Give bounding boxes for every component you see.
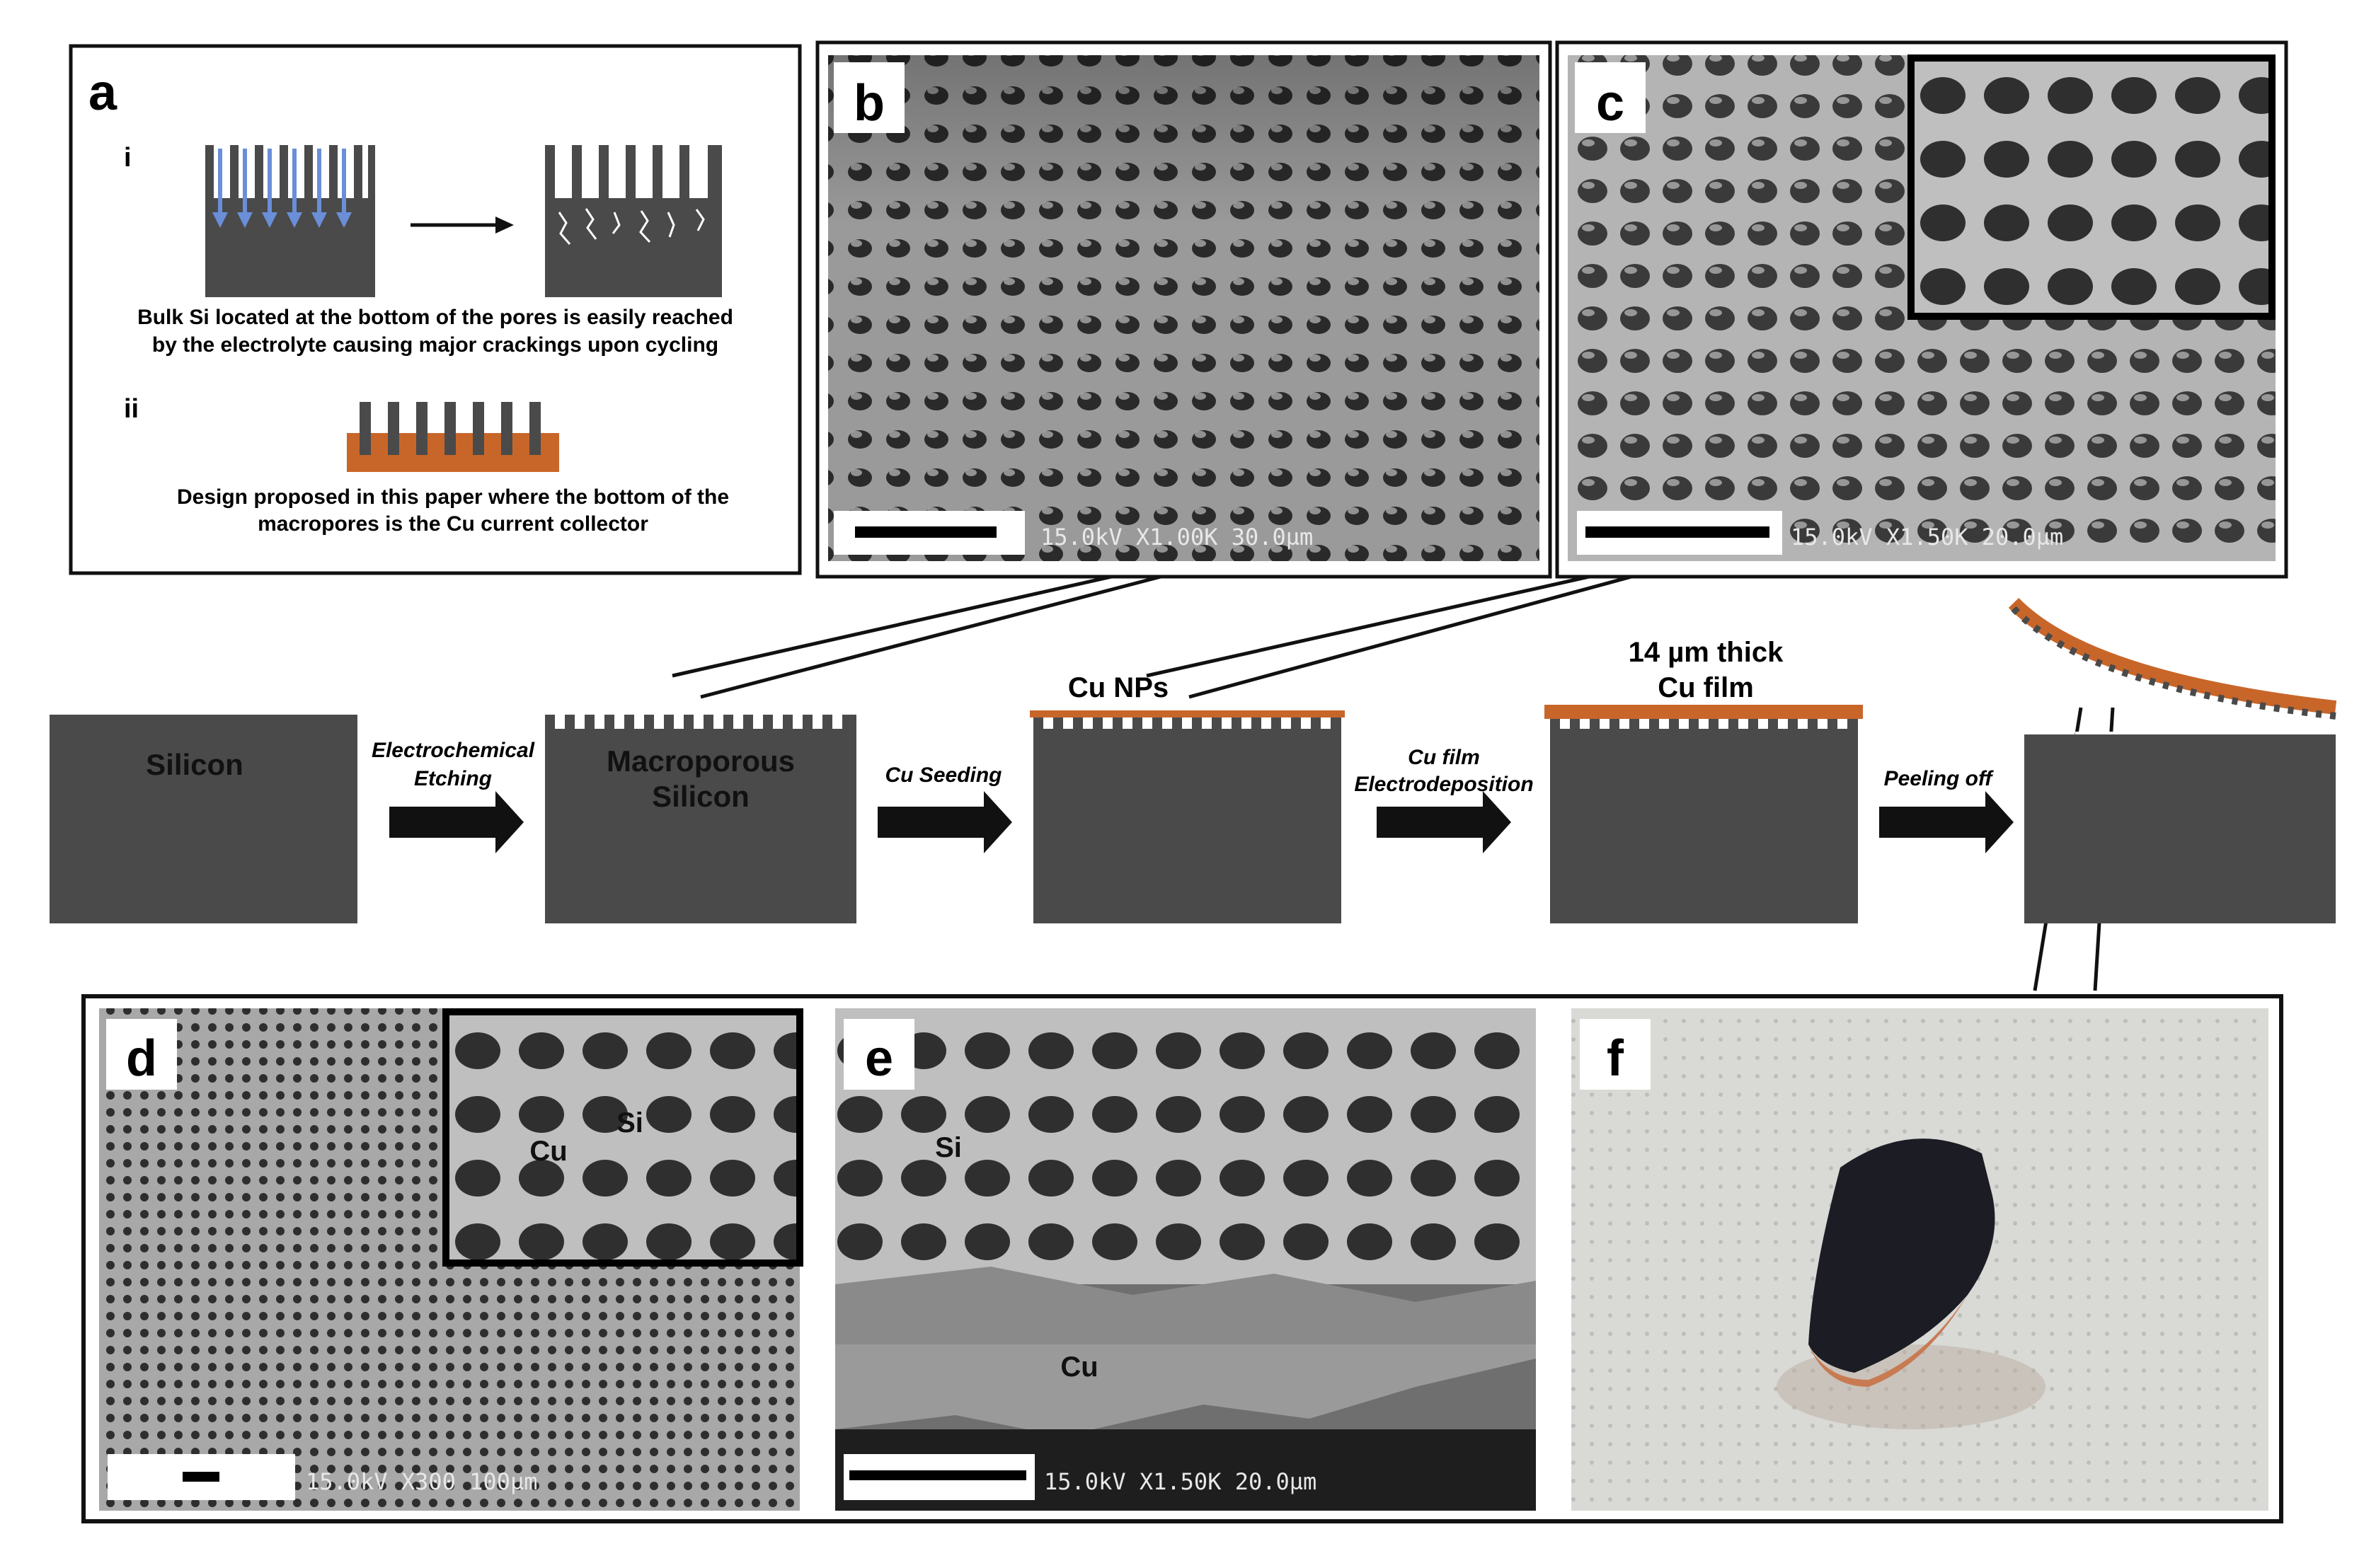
seeded-block — [1030, 710, 1345, 923]
panel-c-label-box — [1575, 62, 1646, 133]
silicon-label: Silicon — [146, 748, 243, 781]
cu-nps-layer — [1030, 710, 1345, 717]
arrow4-label: Peeling off — [1884, 767, 1995, 790]
arrow3-icon — [1377, 791, 1511, 853]
panel-a: a i — [69, 44, 802, 575]
panel-f: f — [1571, 1008, 2268, 1511]
panel-e-label-box — [844, 1019, 914, 1090]
panel-a-caption-ii-1: Design proposed in this paper where the … — [177, 485, 729, 509]
peeled-film — [2008, 598, 2337, 715]
arrow1-label-1: Electrochemical — [372, 739, 535, 762]
panel-a-caption-ii-2: macropores is the Cu current collector — [258, 512, 648, 536]
cu-film-layer — [1544, 705, 1863, 719]
panel-e-si: Si — [935, 1132, 962, 1163]
panel-b: b 15.0kV X1.00K 30.0µm — [815, 40, 1552, 579]
electrolyte-arrows — [212, 149, 352, 228]
panel-d-label: d — [126, 1030, 157, 1087]
cu-nps-label: Cu NPs — [1068, 672, 1169, 703]
arrow2-icon — [878, 791, 1012, 853]
silicon-block — [50, 715, 357, 923]
arrow2-label: Cu Seeding — [885, 763, 1002, 787]
panel-a-frame — [69, 44, 802, 575]
macroporous-label-1: Macroporous — [607, 744, 795, 778]
panel-e-label: e — [865, 1030, 893, 1087]
crack-lines — [558, 208, 705, 245]
peeled-block — [2008, 598, 2337, 923]
panel-e-cu: Cu — [1060, 1351, 1098, 1383]
arrow1-icon — [389, 791, 524, 853]
panel-e: e Si Cu 15.0kV X1.50K 20.0µm — [835, 1008, 1536, 1511]
film-label-2: Cu film — [1658, 672, 1754, 703]
panel-c: c 15.0kV X1.50K 20.0µm — [1555, 40, 2288, 579]
arrow1-label-2: Etching — [414, 767, 492, 790]
panel-a-arrow — [411, 217, 514, 234]
panel-b-label-box — [834, 62, 905, 133]
panel-a-caption-i-2: by the electrolyte causing major crackin… — [152, 333, 718, 357]
pore-diagram-before — [205, 145, 375, 297]
panel-c-label: c — [1596, 75, 1624, 132]
panel-e-sem-info: 15.0kV X1.50K 20.0µm — [1044, 1468, 1316, 1495]
arrow4-icon — [1879, 791, 2014, 853]
panel-d: d Si Cu 15.0kV X300 100µm — [99, 1008, 803, 1511]
panel-b-scale-bar — [855, 526, 997, 538]
macroporous-label-2: Silicon — [652, 780, 750, 813]
panel-e-scale-bar — [849, 1470, 1026, 1480]
pore-diagram-after — [545, 145, 722, 297]
arrow3-label-2: Electrodeposition — [1354, 773, 1533, 796]
arrow3-label-1: Cu film — [1408, 746, 1480, 769]
panel-f-label-box — [1580, 1019, 1651, 1090]
panel-b-label: b — [854, 75, 885, 132]
panel-c-sem-info: 15.0kV X1.50K 20.0µm — [1791, 524, 2063, 550]
process-row: Silicon Electrochemical Etching Macropor… — [50, 598, 2337, 923]
panel-c-inset — [1907, 54, 2276, 320]
cu-film-block — [1544, 705, 1863, 923]
panel-d-inset-si: Si — [616, 1107, 643, 1138]
panel-b-sem-info: 15.0kV X1.00K 30.0µm — [1040, 524, 1313, 550]
panel-a-sub-ii: ii — [124, 394, 139, 424]
panel-f-label: f — [1607, 1030, 1624, 1087]
panel-d-inset-cu: Cu — [529, 1136, 567, 1167]
panel-a-label: a — [88, 64, 117, 121]
panel-a-caption-i-1: Bulk Si located at the bottom of the por… — [137, 306, 733, 329]
panel-d-sem-info: 15.0kV X300 100µm — [306, 1468, 538, 1495]
panel-d-label-box — [106, 1019, 177, 1090]
panel-d-inset — [442, 1008, 803, 1267]
panel-c-scale-bar — [1585, 526, 1769, 538]
rolled-film-icon — [1808, 1138, 1995, 1373]
macroporous-block — [545, 715, 856, 923]
pore-diagram-proposed — [347, 402, 559, 472]
panel-d-scale-bar — [183, 1472, 219, 1482]
panel-a-sub-i: i — [124, 143, 132, 173]
film-label-1: 14 µm thick — [1629, 637, 1784, 668]
